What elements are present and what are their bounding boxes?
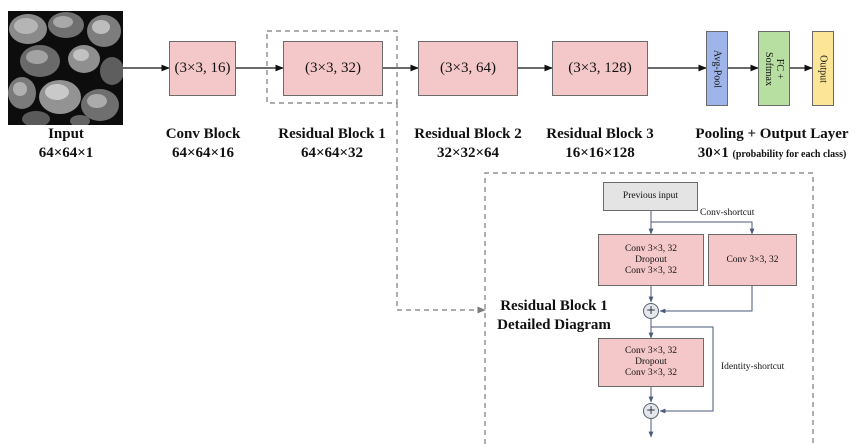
add-node-1: +: [643, 303, 659, 319]
residual-block-3-caption: Residual Block 3 16×16×128: [546, 125, 654, 163]
rock-particles-image: [8, 11, 123, 125]
previous-input-box: Previous input: [603, 182, 698, 211]
detail-conv-block-2-line3: Conv 3×3, 32: [624, 368, 678, 378]
identity-shortcut-line: [651, 326, 714, 414]
output-layer-caption: Pooling + Output Layer 30×1 (probability…: [695, 125, 848, 164]
arrow-shortcut-conv-to-plus1: [659, 286, 753, 314]
output-layer-dims: 30×1: [697, 145, 729, 161]
residual-block-1-box-label: (3×3, 32): [305, 60, 361, 76]
shortcut-conv-box: Conv 3×3, 32: [708, 234, 797, 286]
output-label: Output: [817, 54, 829, 83]
output-layer-dims-note: (probability for each class): [732, 149, 847, 160]
residual-block-3-box: (3×3, 128): [552, 41, 648, 96]
fc-softmax-label: FC +Softmax: [763, 52, 785, 86]
residual-block-2-dims: 32×32×64: [436, 145, 500, 161]
detail-conv-block-1: Conv 3×3, 32 Dropout Conv 3×3, 32: [598, 234, 704, 286]
softmax-label: Softmax: [763, 51, 774, 86]
detail-frame: [484, 172, 814, 444]
conv-block-name: Conv Block: [165, 126, 241, 142]
input-caption: Input 64×64×1: [39, 125, 94, 163]
conv-block-box-label: (3×3, 16): [174, 60, 231, 76]
residual-block-3-box-label: (3×3, 128): [568, 60, 632, 76]
conv-block-caption: Conv Block 64×64×16: [166, 125, 241, 163]
residual-block-2-box-label: (3×3, 64): [440, 60, 496, 76]
detail-conv-block-2-line1: Conv 3×3, 32: [624, 346, 678, 356]
identity-shortcut-label: Identity-shortcut: [721, 362, 785, 372]
detail-conv-block-1-line1: Conv 3×3, 32: [624, 243, 678, 254]
residual-block-3-name: Residual Block 3: [546, 126, 654, 142]
residual-block-2-name: Residual Block 2: [414, 126, 522, 142]
conv-block-dims: 64×64×16: [171, 145, 235, 161]
detail-title-line1: Residual Block 1: [500, 298, 608, 314]
residual-block-1-dims: 64×64×32: [300, 145, 364, 161]
detail-title-line2: Detailed Diagram: [497, 317, 611, 333]
detail-conv-block-1-line2: Dropout: [635, 254, 667, 265]
residual-block-2-box: (3×3, 64): [418, 41, 518, 96]
detail-link-line: [396, 103, 486, 314]
avgpool-label: Avg-Pool: [711, 49, 723, 88]
conv-shortcut-label: Conv-shortcut: [700, 208, 755, 218]
residual-block-2-caption: Residual Block 2 32×32×64: [414, 125, 522, 163]
output-box: Output: [812, 31, 834, 106]
res1-highlight-frame: [266, 30, 398, 104]
fc-softmax-box: FC +Softmax: [758, 31, 790, 106]
fc-label: FC +: [774, 58, 785, 79]
output-layer-name: Pooling + Output Layer: [695, 126, 849, 142]
conv-block-box: (3×3, 16): [169, 41, 236, 96]
previous-input-label: Previous input: [622, 191, 679, 201]
detail-conv-block-1-line3: Conv 3×3, 32: [624, 265, 678, 276]
residual-block-1-name: Residual Block 1: [278, 126, 386, 142]
detail-conv-block-2: Conv 3×3, 32 Dropout Conv 3×3, 32: [598, 338, 704, 387]
residual-block-1-caption: Residual Block 1 64×64×32: [278, 125, 386, 163]
add-node-2: +: [643, 403, 659, 419]
input-dims: 64×64×1: [38, 145, 94, 161]
avgpool-box: Avg-Pool: [706, 31, 728, 106]
input-name: Input: [48, 126, 84, 142]
detail-conv-block-2-line2: Dropout: [635, 357, 667, 367]
detail-title: Residual Block 1 Detailed Diagram: [497, 297, 611, 335]
shortcut-conv-label: Conv 3×3, 32: [726, 254, 779, 265]
residual-block-3-dims: 16×16×128: [565, 145, 635, 161]
conv-shortcut-line: [651, 221, 755, 235]
residual-block-1-box: (3×3, 32): [283, 41, 383, 96]
